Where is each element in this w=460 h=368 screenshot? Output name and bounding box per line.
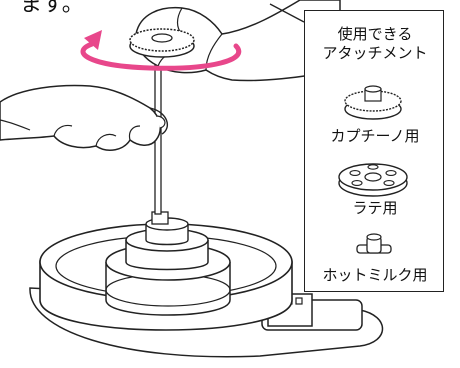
panel-title-line1: 使用できる xyxy=(337,25,413,43)
attachments-panel: 使用できる アタッチメント カプチーノ用 ラテ用 ホットミルク用 xyxy=(304,10,444,292)
item-label-cappuccino: カプチーノ用 xyxy=(330,127,420,145)
caption-fragment: ます。 xyxy=(20,0,84,17)
left-hand xyxy=(0,84,162,152)
panel-title-line2: アタッチメント xyxy=(322,44,428,62)
rotation-arrow xyxy=(80,41,242,71)
item-label-hot-milk: ホットミルク用 xyxy=(322,266,428,284)
item-label-latte: ラテ用 xyxy=(352,199,398,217)
rotation-arrowhead xyxy=(84,30,102,50)
whisk-attachment-icon xyxy=(344,85,402,120)
flat-disc-attachment-icon xyxy=(338,163,408,197)
small-cap-attachment-icon xyxy=(356,233,392,254)
whisk-top xyxy=(129,28,195,58)
